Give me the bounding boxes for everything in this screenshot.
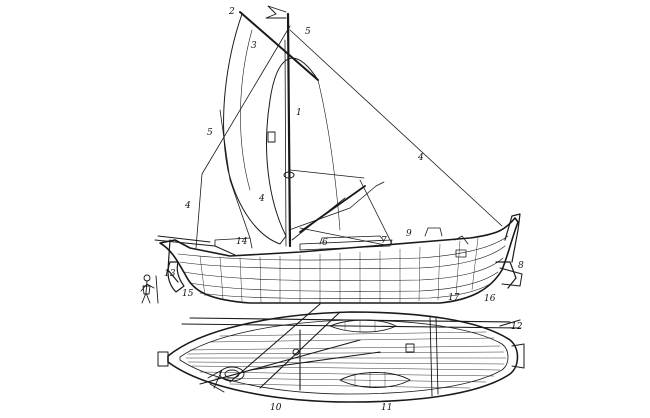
callout-1: 1 xyxy=(296,108,302,118)
callout-4-right: 4 xyxy=(417,153,424,163)
callout-13: 13 xyxy=(164,269,176,279)
mast-step xyxy=(292,348,300,356)
mast xyxy=(286,12,292,248)
deck-structure-aft xyxy=(214,237,253,249)
callout-4-left: 4 xyxy=(184,201,191,211)
callout-17: 17 xyxy=(448,293,460,303)
plan-view xyxy=(157,303,525,403)
callout-2: 2 xyxy=(228,7,235,17)
deck-outline xyxy=(167,311,519,403)
stern-rail xyxy=(154,235,236,256)
callout-16: 16 xyxy=(484,294,496,304)
spar xyxy=(299,185,366,233)
callout-11: 11 xyxy=(381,403,392,413)
bowsprit-head xyxy=(499,267,523,287)
deck-spars xyxy=(181,303,521,391)
parrel-block xyxy=(267,131,276,143)
ship-boat-lower xyxy=(339,372,411,388)
anchor-and-rope xyxy=(207,366,245,393)
callout-14: 14 xyxy=(236,237,248,247)
human-figure xyxy=(140,274,159,304)
deck-hatch xyxy=(299,235,393,251)
sail-inner-curve xyxy=(317,79,341,231)
callout-12: 12 xyxy=(511,322,523,332)
deck-fittings xyxy=(405,315,439,397)
sail-leech xyxy=(240,29,253,191)
side-view xyxy=(140,5,523,304)
pennant xyxy=(265,5,287,19)
windlass xyxy=(424,227,469,245)
callout-labels: 2 3 5 1 5 4 4 4 6 9 7 14 13 15 17 16 8 1… xyxy=(164,7,524,413)
bow xyxy=(495,213,521,289)
callout-6: 6 xyxy=(322,238,328,248)
callout-9: 9 xyxy=(406,229,412,239)
hull xyxy=(159,217,519,304)
callout-10: 10 xyxy=(270,403,282,413)
callout-3: 3 xyxy=(251,41,257,51)
hawse-hole xyxy=(455,249,467,258)
bow-end-plan xyxy=(511,343,525,369)
deck-planks xyxy=(185,331,507,389)
rigging xyxy=(195,25,503,249)
callout-4-center: 4 xyxy=(258,194,265,204)
rudder xyxy=(167,261,185,293)
callout-7: 7 xyxy=(381,236,387,246)
stern-end-plan xyxy=(157,351,169,367)
deck-inner-outline xyxy=(179,319,509,395)
lateen-yard xyxy=(239,11,319,81)
hull-planking xyxy=(177,235,509,299)
mast-second-line xyxy=(284,39,287,247)
callout-5-top: 5 xyxy=(305,27,311,37)
mast-hoop xyxy=(283,171,295,179)
callout-15: 15 xyxy=(182,289,194,299)
lateen-sail xyxy=(223,13,319,245)
bowsprit-plan xyxy=(499,319,521,327)
hull-frames xyxy=(199,237,479,303)
callout-8: 8 xyxy=(518,261,524,271)
callout-5-mid: 5 xyxy=(207,128,213,138)
